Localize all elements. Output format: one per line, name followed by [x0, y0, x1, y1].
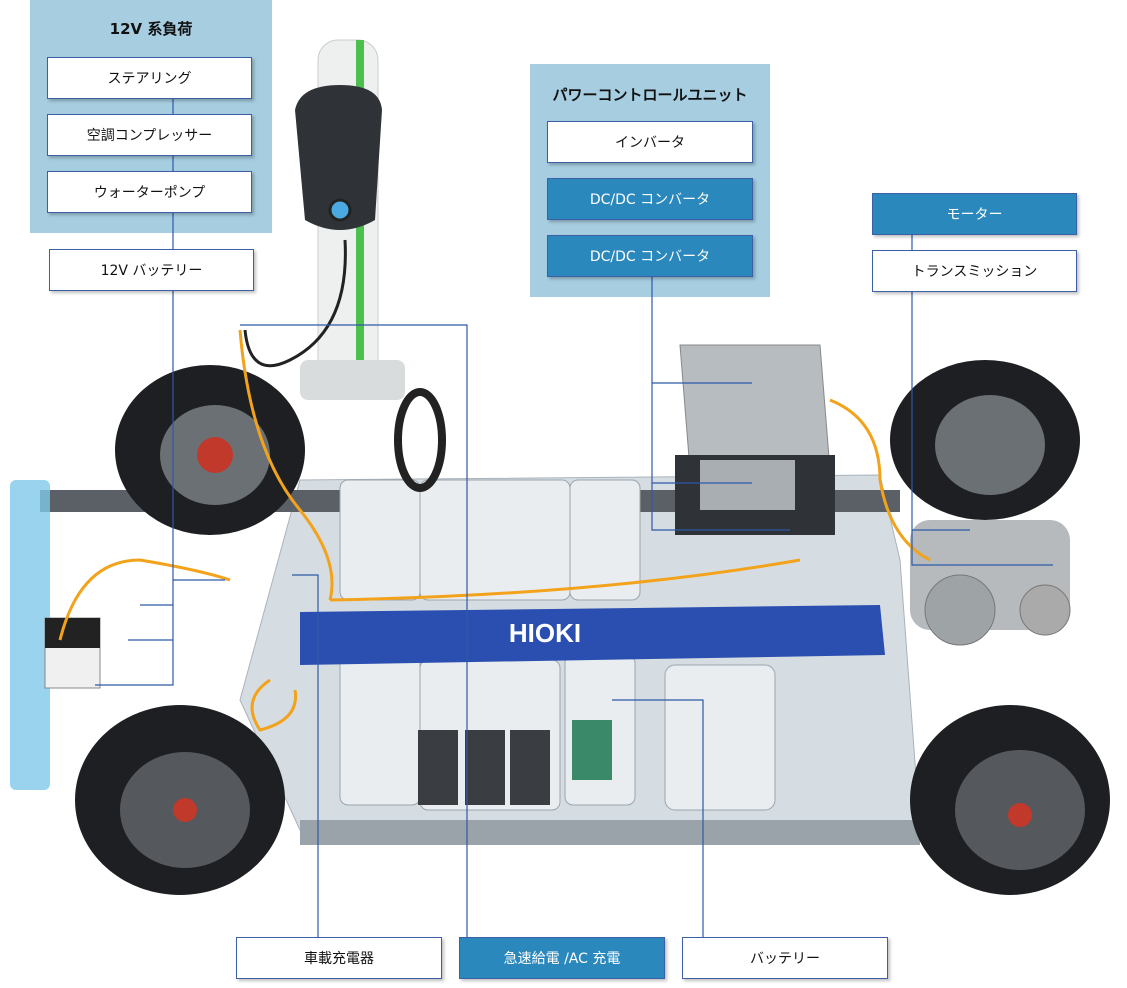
pcu-title: パワーコントロールユニット [552, 86, 748, 104]
quick-charge-label[interactable]: 急速給電 /AC 充電 [459, 937, 665, 979]
battery-label[interactable]: バッテリー [682, 937, 888, 979]
hioki-bar [300, 605, 885, 665]
dcdc-converter-label-2[interactable]: DC/DC コンバータ [547, 235, 753, 277]
water-pump-label[interactable]: ウォーターポンプ [47, 171, 252, 213]
charging-station [243, 39, 405, 400]
ac-compressor-label[interactable]: 空調コンプレッサー [47, 114, 252, 156]
brand-logo: HIOKI [509, 618, 581, 648]
front-bumper [10, 480, 50, 790]
steering-label[interactable]: ステアリング [47, 57, 252, 99]
dcdc-converter-label-1[interactable]: DC/DC コンバータ [547, 178, 753, 220]
12v-battery-label[interactable]: 12V バッテリー [49, 249, 254, 291]
12v-load-title: 12V 系負荷 [109, 20, 193, 38]
onboard-charger-label[interactable]: 車載充電器 [236, 937, 442, 979]
motor-label[interactable]: モーター [872, 193, 1077, 235]
power-control-unit [675, 344, 835, 535]
steering-wheel [394, 388, 446, 492]
transmission-label[interactable]: トランスミッション [872, 250, 1077, 292]
inverter-label[interactable]: インバータ [547, 121, 753, 163]
motor-unit [910, 520, 1071, 646]
